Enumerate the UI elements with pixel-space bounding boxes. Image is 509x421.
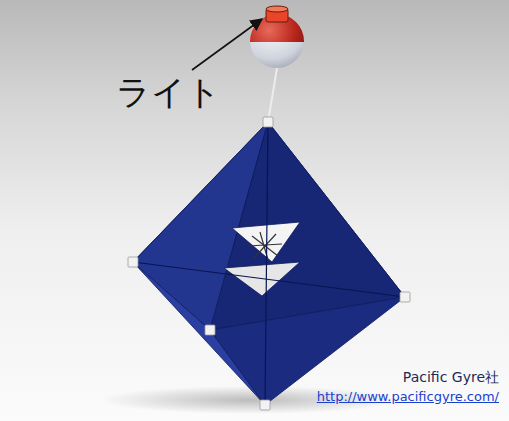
leader-arrow	[192, 19, 262, 70]
company-credit: Pacific Gyre社	[403, 369, 499, 387]
surface-buoy	[250, 6, 304, 68]
vertex-fitting	[128, 117, 410, 410]
drogue-body	[133, 122, 405, 405]
part-label: ライト	[116, 70, 221, 116]
tether-line	[268, 68, 277, 122]
url-credit: http://www.pacificgyre.com/	[317, 389, 499, 404]
